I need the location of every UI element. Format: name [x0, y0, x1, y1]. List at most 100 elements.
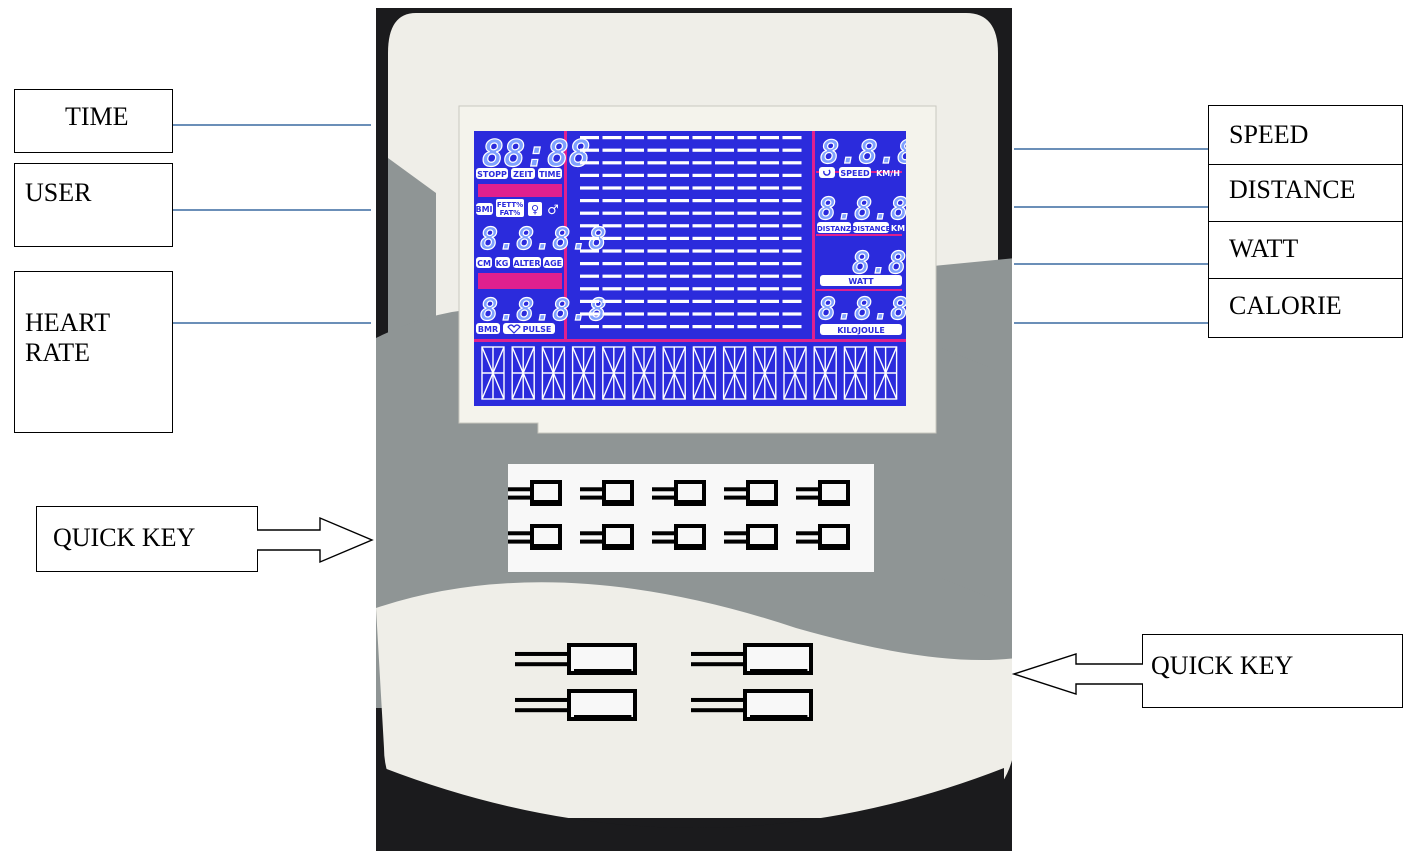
matrix-cell — [625, 262, 644, 266]
segment-char — [753, 346, 777, 400]
matrix-cell — [625, 136, 644, 140]
callout-time: TIME — [14, 89, 173, 153]
matrix-cell — [782, 211, 802, 215]
matrix-cell — [692, 312, 712, 316]
bmi-label: BMI — [475, 205, 492, 214]
matrix-cell — [715, 173, 734, 177]
matrix-cell — [580, 236, 599, 240]
matrix-cell — [737, 161, 757, 165]
kilojoule-label: KILOJOULE — [837, 326, 885, 335]
zeit-label: ZEIT — [513, 170, 533, 179]
male-icon: ♂ — [547, 203, 559, 218]
matrix-cell — [737, 274, 757, 278]
matrix-cell — [760, 224, 779, 228]
matrix-cell — [782, 299, 802, 303]
quick-key-button[interactable] — [691, 643, 813, 675]
matrix-cell — [737, 249, 757, 253]
quick-key-button[interactable] — [515, 643, 637, 675]
quick-key-button[interactable] — [796, 480, 850, 506]
matrix-cell — [760, 161, 779, 165]
quick-key-button[interactable] — [724, 524, 778, 550]
matrix-cell — [760, 262, 779, 266]
time-label: TIME — [539, 170, 561, 179]
matrix-cell — [602, 211, 622, 215]
matrix-cell — [760, 236, 779, 240]
quick-key-button[interactable] — [652, 480, 706, 506]
quick-key-button[interactable] — [508, 480, 562, 506]
key-icon — [677, 500, 704, 506]
matrix-cell — [782, 287, 802, 291]
quick-key-button[interactable] — [580, 480, 634, 506]
key-icon — [574, 669, 632, 675]
quick-key-button[interactable] — [652, 524, 706, 550]
matrix-cell — [670, 186, 689, 190]
matrix-cell — [715, 211, 734, 215]
matrix-cell — [580, 287, 599, 291]
matrix-cell — [715, 148, 734, 152]
matrix-cell — [692, 224, 712, 228]
matrix-cell — [647, 199, 667, 203]
matrix-cell — [692, 161, 712, 165]
matrix-cell — [782, 262, 802, 266]
key-icon — [605, 500, 632, 506]
matrix-cell — [602, 274, 622, 278]
callout-quick-key-right: QUICK KEY — [1142, 634, 1403, 708]
matrix-cell — [782, 148, 802, 152]
matrix-cell — [580, 199, 599, 203]
matrix-cell — [580, 173, 599, 177]
segment-char — [662, 346, 686, 400]
segment-char — [813, 346, 837, 400]
segment-char — [602, 346, 626, 400]
matrix-cell — [715, 136, 734, 140]
quick-key-button[interactable] — [796, 524, 850, 550]
leader-distance — [1014, 206, 1208, 208]
matrix-cell — [760, 199, 779, 203]
matrix-cell — [737, 199, 757, 203]
callout-user: USER — [14, 163, 173, 247]
matrix-cell — [625, 211, 644, 215]
matrix-cell — [782, 186, 802, 190]
matrix-cell — [580, 249, 599, 253]
matrix-cell — [670, 249, 689, 253]
quick-key-button[interactable] — [580, 524, 634, 550]
matrix-cell — [715, 325, 734, 329]
matrix-cell — [625, 199, 644, 203]
matrix-cell — [602, 186, 622, 190]
leader-calorie — [1014, 322, 1208, 324]
matrix-cell — [602, 312, 622, 316]
matrix-cell — [737, 236, 757, 240]
quick-key-button[interactable] — [724, 480, 778, 506]
matrix-cell — [670, 224, 689, 228]
matrix-cell — [625, 287, 644, 291]
quick-key-button[interactable] — [508, 524, 562, 550]
matrix-cell — [580, 136, 599, 140]
arrow-quick-key-right — [1012, 653, 1143, 695]
kilojoule-digits: 8.8.8.8 — [818, 292, 906, 327]
callout-quick-key-left: QUICK KEY — [36, 506, 258, 572]
matrix-cell — [670, 136, 689, 140]
segment-char — [541, 346, 566, 400]
matrix-cell — [625, 173, 644, 177]
matrix-cell — [670, 262, 689, 266]
message-row — [481, 346, 898, 400]
callout-watt: WATT — [1208, 221, 1403, 279]
matrix-cell — [737, 148, 757, 152]
upper-quick-keys — [508, 480, 850, 550]
quick-key-button[interactable] — [691, 689, 813, 721]
segment-char — [511, 346, 535, 400]
matrix-cell — [760, 148, 779, 152]
quick-key-button[interactable] — [515, 689, 637, 721]
matrix-cell — [625, 148, 644, 152]
stopp-label: STOPP — [477, 170, 507, 179]
callout-speed: SPEED — [1208, 105, 1403, 165]
left-grey-tab — [388, 158, 436, 338]
bmr-label: BMR — [478, 325, 498, 334]
matrix-cell — [737, 312, 757, 316]
female-icon: ♀ — [531, 203, 539, 216]
matrix-cell — [760, 211, 779, 215]
matrix-cell — [602, 148, 622, 152]
distanz-label: DISTANZ — [817, 225, 851, 233]
matrix-cell — [670, 148, 689, 152]
matrix-cell — [670, 312, 689, 316]
segment-char — [571, 346, 596, 400]
